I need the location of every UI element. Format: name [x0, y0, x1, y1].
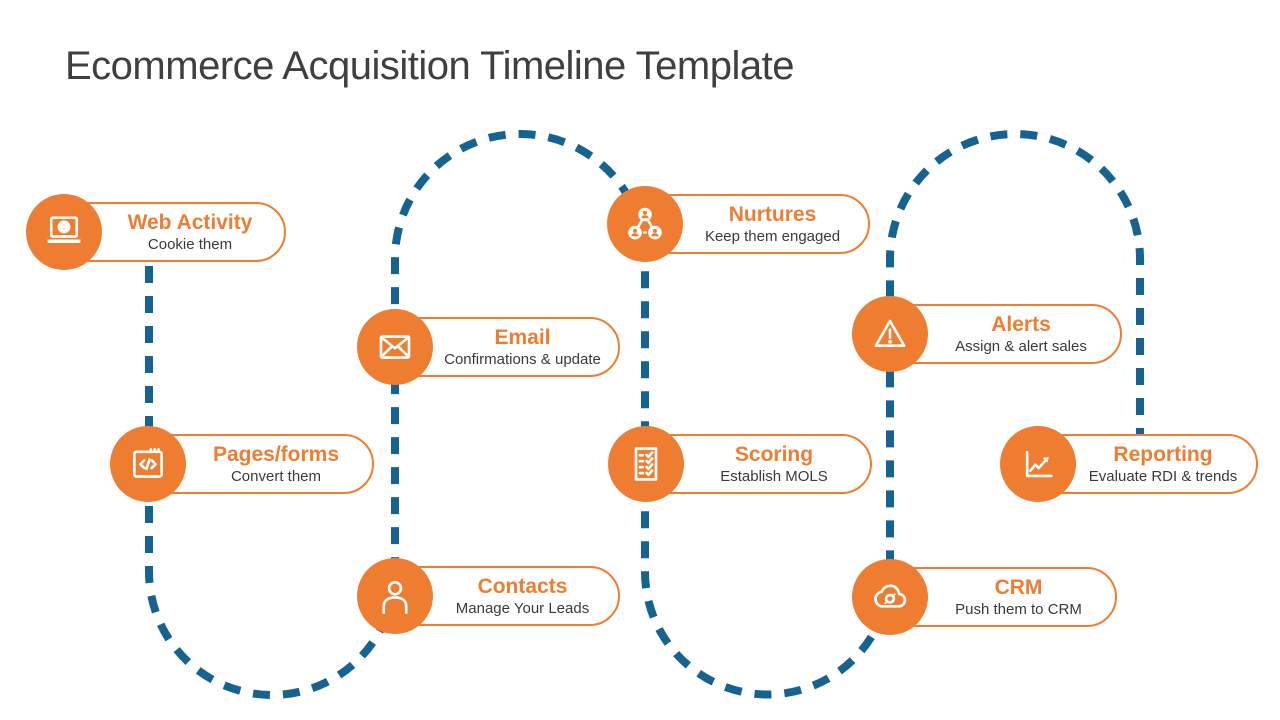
code-window-icon — [133, 447, 163, 478]
node-subtitle: Confirmations & update — [444, 351, 601, 368]
node-circle-contacts — [357, 558, 433, 634]
node-title: Scoring — [734, 443, 814, 466]
node-circle-scoring — [608, 426, 684, 502]
node-title: Email — [494, 326, 551, 349]
node-subtitle: Push them to CRM — [955, 601, 1082, 618]
node-title: Reporting — [1113, 443, 1213, 466]
node-subtitle: Evaluate RDI & trends — [1088, 468, 1238, 485]
node-title: Alerts — [991, 313, 1051, 336]
laptop-globe-icon — [47, 216, 81, 244]
node-title: Nurtures — [728, 203, 817, 226]
node-title: Contacts — [477, 575, 568, 598]
node-subtitle: Convert them — [230, 468, 322, 485]
node-circle-nurtures — [607, 186, 683, 262]
node-subtitle: Manage Your Leads — [455, 600, 590, 617]
node-circle-email — [357, 309, 433, 385]
person-icon — [382, 581, 408, 614]
cloud-sync-icon — [874, 584, 907, 608]
node-circle-crm — [852, 559, 928, 635]
node-pill-reporting: Reporting Evaluate RDI & trends — [1034, 434, 1258, 494]
checklist-icon — [634, 447, 658, 481]
node-circle-reporting — [1000, 426, 1076, 502]
node-subtitle: Establish MOLS — [720, 468, 828, 485]
warning-triangle-icon — [874, 319, 906, 348]
node-circle-web-activity — [26, 194, 102, 270]
node-subtitle: Cookie them — [147, 236, 233, 253]
node-pill-web-activity: Web Activity Cookie them — [60, 202, 286, 262]
node-circle-pages-forms — [110, 426, 186, 502]
slide-title: Ecommerce Acquisition Timeline Template — [65, 44, 794, 88]
node-title: Pages/forms — [212, 443, 340, 466]
node-title: Web Activity — [127, 211, 253, 234]
envelope-icon — [379, 335, 411, 359]
node-circle-alerts — [852, 296, 928, 372]
node-subtitle: Keep them engaged — [704, 228, 841, 245]
node-title: CRM — [994, 576, 1043, 599]
people-network-icon — [628, 207, 662, 240]
chart-trend-icon — [1025, 450, 1053, 478]
node-subtitle: Assign & alert sales — [955, 338, 1087, 355]
